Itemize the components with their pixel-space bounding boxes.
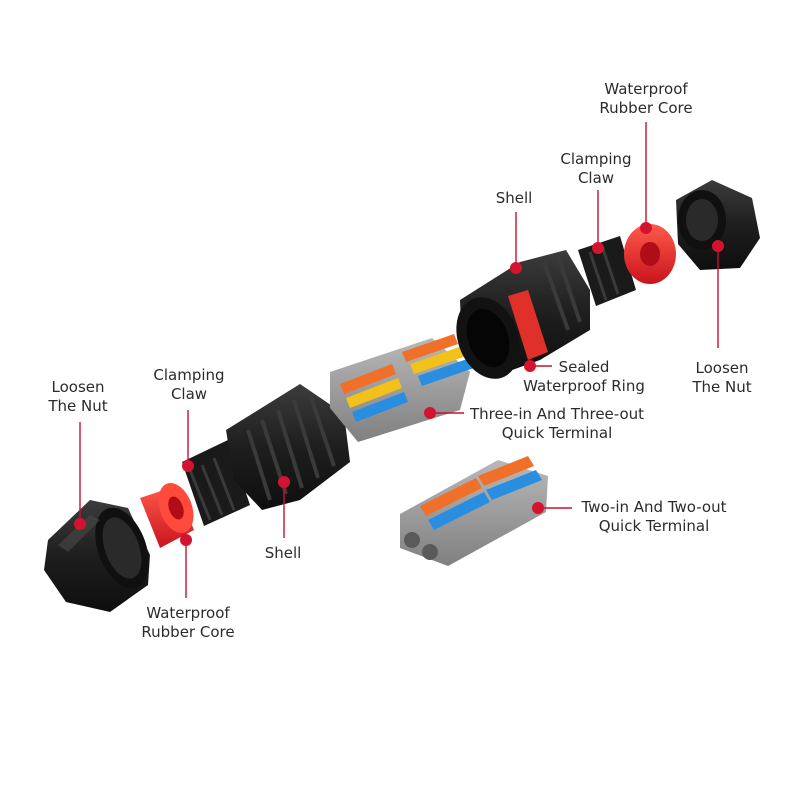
label-left-nut-line1: Loosen bbox=[51, 378, 105, 396]
label-left-claw-line1: Clamping bbox=[153, 366, 225, 384]
label-right-core-line2: Rubber Core bbox=[599, 99, 693, 117]
label-sealed-ring-line1: Sealed bbox=[558, 358, 610, 376]
right-rubber-core bbox=[624, 224, 676, 284]
dot-right-nut bbox=[712, 240, 724, 252]
label-right-core-line1: Waterproof bbox=[604, 80, 688, 98]
left-rubber-core bbox=[140, 482, 194, 548]
dot-left-nut bbox=[74, 518, 86, 530]
right-clamping-claw bbox=[578, 236, 636, 306]
right-nut bbox=[676, 180, 760, 270]
dot-left-core bbox=[180, 534, 192, 546]
left-shell bbox=[226, 384, 350, 510]
two-way-terminal bbox=[400, 456, 548, 566]
label-right-nut: Loosen The Nut bbox=[692, 359, 751, 397]
label-left-core: Waterproof Rubber Core bbox=[141, 604, 234, 642]
label-left-nut-line2: The Nut bbox=[48, 397, 108, 415]
dot-two-terminal bbox=[532, 502, 544, 514]
label-two-terminal-line2: Quick Terminal bbox=[598, 517, 710, 535]
label-right-shell-line1: Shell bbox=[495, 189, 533, 207]
label-three-terminal-line2: Quick Terminal bbox=[501, 424, 613, 442]
label-left-shell: Shell bbox=[265, 544, 302, 563]
label-left-nut: Loosen The Nut bbox=[48, 378, 107, 416]
label-sealed-ring: Sealed Waterproof Ring bbox=[523, 358, 645, 396]
label-right-nut-line1: Loosen bbox=[695, 359, 749, 377]
label-two-terminal-line1: Two-in And Two-out bbox=[581, 498, 727, 516]
label-left-shell-line1: Shell bbox=[264, 544, 302, 562]
label-right-claw: Clamping Claw bbox=[560, 150, 631, 188]
label-right-shell: Shell bbox=[496, 189, 533, 208]
dot-left-shell bbox=[278, 476, 290, 488]
dot-right-shell bbox=[510, 262, 522, 274]
label-three-terminal-line1: Three-in And Three-out bbox=[469, 405, 645, 423]
label-right-core: Waterproof Rubber Core bbox=[599, 80, 692, 118]
label-two-terminal: Two-in And Two-out Quick Terminal bbox=[582, 498, 727, 536]
dot-sealed-ring bbox=[524, 360, 536, 372]
label-right-claw-line2: Claw bbox=[577, 169, 615, 187]
dot-left-claw bbox=[182, 460, 194, 472]
label-left-claw: Clamping Claw bbox=[153, 366, 224, 404]
right-shell bbox=[456, 250, 590, 379]
label-sealed-ring-line2: Waterproof Ring bbox=[523, 377, 645, 395]
label-left-core-line1: Waterproof bbox=[146, 604, 230, 622]
callout-dots bbox=[74, 222, 724, 546]
label-left-claw-line2: Claw bbox=[170, 385, 208, 403]
dot-three-terminal bbox=[424, 407, 436, 419]
three-way-terminal bbox=[330, 334, 474, 442]
left-nut bbox=[44, 500, 150, 612]
label-three-terminal: Three-in And Three-out Quick Terminal bbox=[470, 405, 644, 443]
label-right-nut-line2: The Nut bbox=[692, 378, 752, 396]
label-right-claw-line1: Clamping bbox=[560, 150, 632, 168]
label-left-core-line2: Rubber Core bbox=[141, 623, 235, 641]
dot-right-core bbox=[640, 222, 652, 234]
dot-right-claw bbox=[592, 242, 604, 254]
